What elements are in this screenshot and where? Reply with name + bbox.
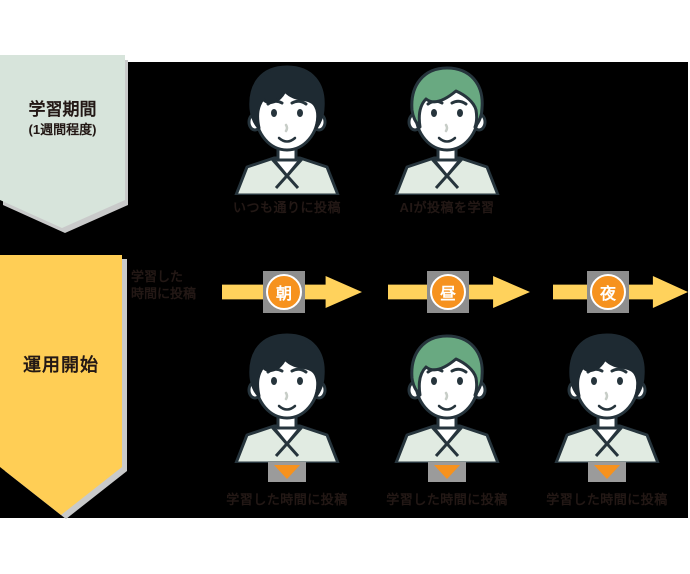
timeline-label: 学習した 時間に投稿 xyxy=(131,268,196,302)
time-badge-night: 夜 xyxy=(587,271,629,313)
avatar-poster-night xyxy=(552,330,662,463)
banner-operation-start: 運用開始 xyxy=(0,255,128,521)
timeline-label-line2: 時間に投稿 xyxy=(131,286,197,301)
avatar-poster-noon xyxy=(392,330,502,463)
time-circle-icon: 昼 xyxy=(430,274,466,310)
timeline-label-line1: 学習した xyxy=(131,269,184,284)
caption-learning-right: AIが投稿を学習 xyxy=(399,200,495,215)
post-marker-triangle-icon xyxy=(428,462,466,482)
avatar-poster-morning xyxy=(232,330,342,463)
avatar-user-black-hair xyxy=(232,62,342,195)
caption-learning-left: いつも通りに投稿 xyxy=(232,200,341,215)
post-marker-triangle-icon xyxy=(588,462,626,482)
avatar-user-green-hair xyxy=(392,62,502,195)
banner-shape xyxy=(0,255,122,515)
time-circle-icon: 朝 xyxy=(266,274,302,310)
banner-shape xyxy=(0,55,125,228)
banner-learning-period: 学習期間 (1週間程度) xyxy=(0,55,128,235)
caption-post-noon: 学習した時間に投稿 xyxy=(386,492,508,507)
time-circle-icon: 夜 xyxy=(590,274,626,310)
caption-post-night: 学習した時間に投稿 xyxy=(546,492,668,507)
caption-post-morning: 学習した時間に投稿 xyxy=(226,492,348,507)
time-badge-noon: 昼 xyxy=(427,271,469,313)
banner-learning-subtitle: (1週間程度) xyxy=(28,122,97,137)
post-marker-triangle-icon xyxy=(268,462,306,482)
banner-operation-title: 運用開始 xyxy=(23,355,99,375)
banner-learning-title: 学習期間 xyxy=(28,100,97,119)
time-badge-morning: 朝 xyxy=(263,271,305,313)
